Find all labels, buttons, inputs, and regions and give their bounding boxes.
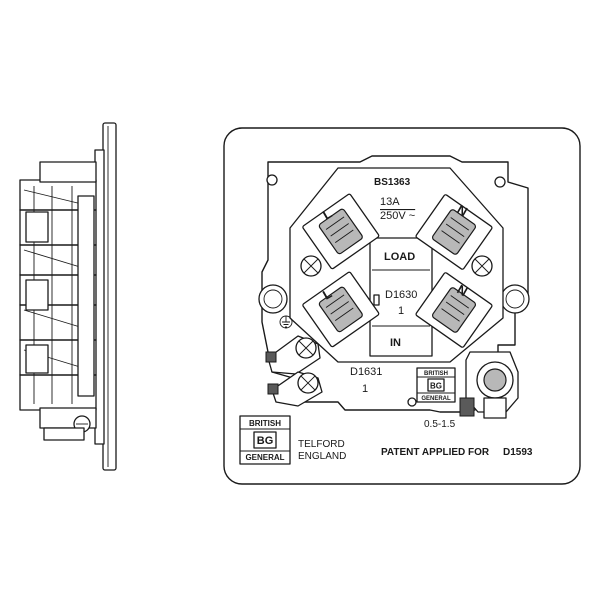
side-terminal-upper — [25, 211, 49, 243]
terminal-screw-neutral-top — [431, 209, 477, 255]
side-bottom-lug — [43, 427, 85, 441]
load-label: LOAD — [384, 251, 415, 263]
earth-terminal-upper — [265, 335, 321, 375]
front-view: BS1363 13A 250V ~ L L N N LOAD D1630 1 I… — [223, 127, 581, 485]
standard-label: BS1363 — [374, 177, 411, 188]
rivet-bottom — [407, 397, 417, 407]
patent-label: PATENT APPLIED FOR — [381, 447, 490, 458]
side-view — [19, 122, 117, 471]
in-label: IN — [390, 337, 401, 349]
logo-small-line1: BRITISH — [424, 371, 448, 377]
logo-small-line2: GENERAL — [421, 396, 451, 402]
terminal-live-top — [302, 193, 380, 270]
rivet-top-left — [266, 174, 278, 186]
side-faceplate — [102, 122, 117, 471]
side-fuse-carrier — [77, 195, 95, 397]
rating-voltage-label: 250V ~ — [380, 210, 415, 222]
screw-left — [300, 255, 322, 277]
terminal-neutral-top — [415, 194, 493, 270]
faceplate-outline — [223, 127, 581, 485]
base-code-label: D1631 — [350, 366, 382, 378]
terminal-screw-live-top — [318, 208, 363, 255]
british-general-logo-small: BRITISH BG GENERAL — [416, 367, 456, 403]
fuse-indicator — [373, 294, 380, 306]
side-terminal-middle — [25, 279, 49, 311]
logo-small-mark: BG — [430, 382, 442, 391]
fuse-code-sub-label: 1 — [398, 305, 404, 317]
part-number-label: D1593 — [503, 447, 533, 458]
screw-right — [471, 255, 493, 277]
base-code-sub-label: 1 — [362, 383, 368, 395]
fuse-code-label: D1630 — [385, 289, 417, 301]
rivet-top-right — [494, 176, 506, 188]
mounting-hole-left — [258, 284, 288, 314]
terminal-screw-live-bottom — [318, 286, 363, 333]
logo-large-mark: BG — [257, 435, 274, 447]
logo-large-line2: GENERAL — [245, 453, 284, 462]
terminal-live-bottom — [302, 271, 380, 348]
mounting-hole-right — [500, 284, 530, 314]
side-top-block — [39, 161, 97, 183]
side-terminal-lower — [25, 344, 49, 374]
fuse-carrier — [369, 237, 433, 357]
cable-range-label: 0.5-1.5 — [424, 419, 456, 430]
cable-clamp — [459, 351, 519, 419]
earth-symbol-icon — [279, 315, 293, 329]
location-line-2: ENGLAND — [298, 451, 346, 462]
location-line-1: TELFORD — [298, 439, 345, 450]
rating-current-label: 13A — [380, 196, 400, 208]
british-general-logo-large: BRITISH BG GENERAL — [239, 415, 291, 465]
terminal-neutral-bottom — [415, 272, 493, 348]
logo-large-line1: BRITISH — [249, 419, 281, 428]
earth-terminal-lower — [267, 371, 323, 407]
terminal-screw-neutral-bottom — [431, 287, 477, 333]
